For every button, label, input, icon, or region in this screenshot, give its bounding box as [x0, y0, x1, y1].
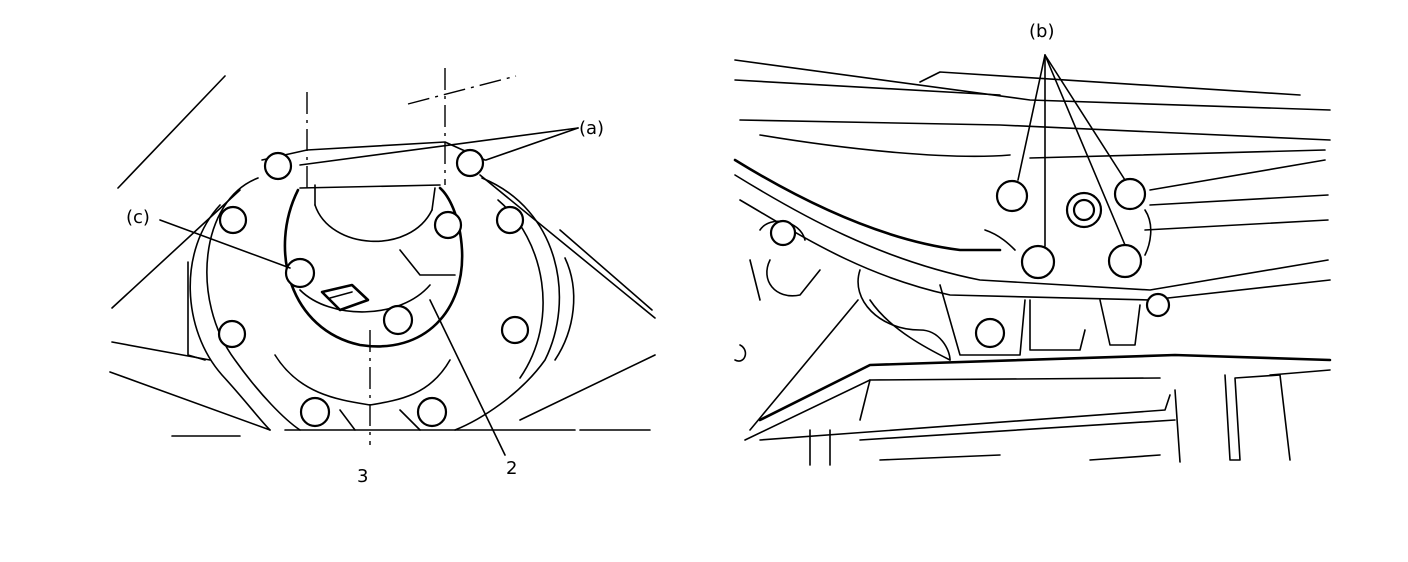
lower-housing-profile — [274, 354, 451, 406]
callout-c-label: (c) — [126, 207, 150, 228]
body-panel-line — [1029, 149, 1326, 159]
bolt — [299, 396, 331, 428]
part-3-seal — [320, 283, 370, 312]
lower-block — [939, 284, 1026, 356]
body-outline-line — [519, 354, 656, 421]
leader-b-4 — [1044, 54, 1126, 246]
leader-lower — [749, 299, 859, 431]
bolt-b — [1020, 244, 1056, 280]
lower-block — [734, 344, 747, 362]
bolt — [433, 210, 463, 240]
crossmember-detail — [984, 229, 1016, 251]
body-panel-line — [1149, 194, 1329, 206]
body-panel-line — [734, 79, 1001, 96]
housing-side-lug — [187, 261, 206, 361]
body-panel-line — [919, 71, 1301, 96]
body-panel-line — [1144, 219, 1329, 231]
frame-rail — [759, 394, 1171, 441]
crossmember-upper — [733, 158, 1002, 252]
frame-rail — [744, 377, 1161, 441]
callout-a-label: (a) — [579, 118, 604, 139]
bolt — [495, 205, 525, 235]
bolt — [218, 205, 248, 235]
bolt — [500, 315, 530, 345]
drain-plug-inner — [1072, 198, 1096, 222]
crossmember-bottom — [739, 199, 1331, 301]
leader-c — [159, 219, 291, 269]
frame-bracket — [1224, 374, 1291, 461]
inner-bore-arc — [431, 187, 436, 211]
bolt-c — [284, 257, 316, 289]
housing-side-lug — [554, 257, 575, 361]
bolt — [217, 319, 247, 349]
bolt-a-left — [263, 151, 293, 181]
inner-flange — [299, 284, 431, 313]
mount-bracket — [766, 259, 821, 297]
body-outline-line — [559, 229, 653, 311]
bolt — [416, 396, 448, 428]
inner-bore-arc — [314, 204, 433, 243]
housing-rib — [189, 204, 271, 431]
frame-post — [1174, 389, 1181, 463]
part-2-label: 2 — [506, 458, 517, 479]
body-outline-line — [109, 371, 271, 431]
body-panel-line — [1149, 159, 1326, 191]
horizontal-centerline — [407, 75, 517, 105]
crossmember-detail — [1144, 209, 1152, 256]
part-3-seal — [329, 291, 353, 299]
lower-link — [869, 299, 951, 361]
crossmember-lower — [734, 174, 1329, 291]
body-panel-line — [759, 134, 1011, 158]
housing-outer-ring — [454, 177, 561, 431]
body-outline-line — [479, 174, 656, 319]
bolt-b — [1113, 177, 1147, 211]
body-outline-line — [111, 189, 241, 309]
leader-a-1 — [485, 127, 579, 161]
body-outline-line — [117, 75, 226, 189]
bolt — [769, 219, 797, 247]
bolt-b — [995, 179, 1029, 213]
frame-rail — [879, 454, 1001, 461]
callout-b-label: (b) — [1029, 21, 1054, 42]
bolt — [974, 317, 1006, 349]
mount-bracket — [749, 259, 761, 301]
part-3-label: 3 — [357, 466, 368, 487]
bolt — [1145, 292, 1171, 318]
bolt — [382, 304, 414, 336]
lower-block — [1099, 299, 1141, 346]
left-view-differential-housing: (a) (c) 3 2 — [109, 68, 656, 487]
lower-link — [857, 269, 951, 361]
leader-b-1 — [1017, 54, 1046, 181]
bolt-b — [1107, 243, 1143, 279]
body-panel-line — [734, 59, 1331, 111]
lower-block — [1029, 299, 1086, 351]
inner-flange — [399, 249, 456, 276]
bolt-a-right — [455, 148, 485, 178]
right-view-underbody: (b) — [733, 21, 1332, 466]
frame-rail — [758, 353, 1332, 422]
top-flange-edge — [299, 184, 441, 189]
leader-2 — [429, 299, 506, 456]
frame-rail — [1269, 369, 1331, 376]
frame-rail — [859, 379, 871, 421]
body-panel-line — [739, 119, 1331, 141]
frame-rail — [859, 419, 1176, 441]
lower-housing-profile — [399, 409, 421, 431]
lower-housing-profile — [339, 409, 356, 431]
leader-b-3 — [1044, 54, 1126, 181]
leader-a-2 — [299, 127, 579, 166]
frame-rail — [1089, 454, 1161, 461]
